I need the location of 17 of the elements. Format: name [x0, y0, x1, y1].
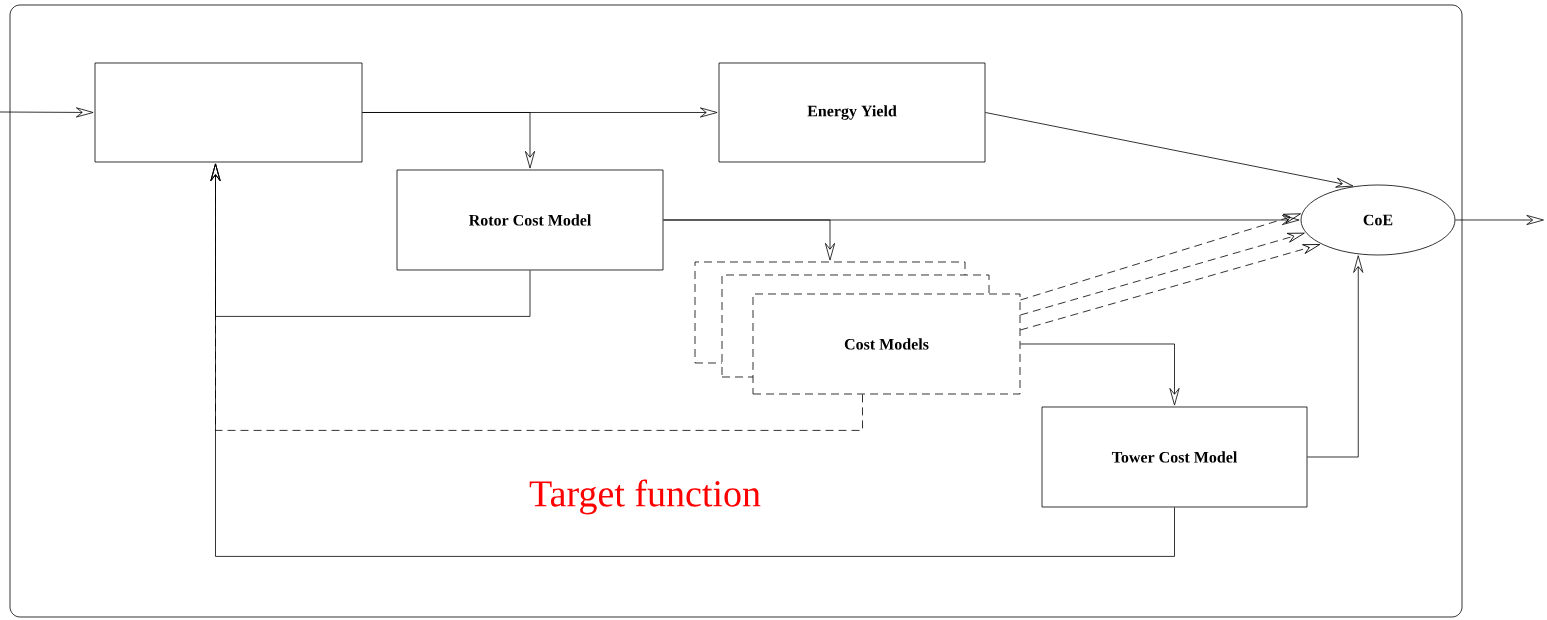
arrow — [0, 107, 94, 118]
arrow — [1455, 215, 1544, 225]
arrow — [1020, 343, 1180, 406]
process-box — [94, 62, 363, 163]
arrow — [663, 219, 835, 261]
model-box: Cost Models — [752, 293, 1021, 395]
arrow — [1307, 255, 1364, 458]
arrow — [985, 112, 1354, 188]
arrow — [1020, 232, 1305, 316]
arrow — [1020, 213, 1301, 301]
arrow — [1020, 244, 1321, 331]
arrow — [362, 112, 535, 169]
arrow — [210, 163, 1175, 557]
frame-title: Target function — [529, 479, 761, 515]
process-box: Rotor Cost Model — [396, 169, 664, 271]
process-box: Tower Cost Model — [1041, 406, 1308, 508]
process-box: Energy Yield — [718, 62, 986, 163]
